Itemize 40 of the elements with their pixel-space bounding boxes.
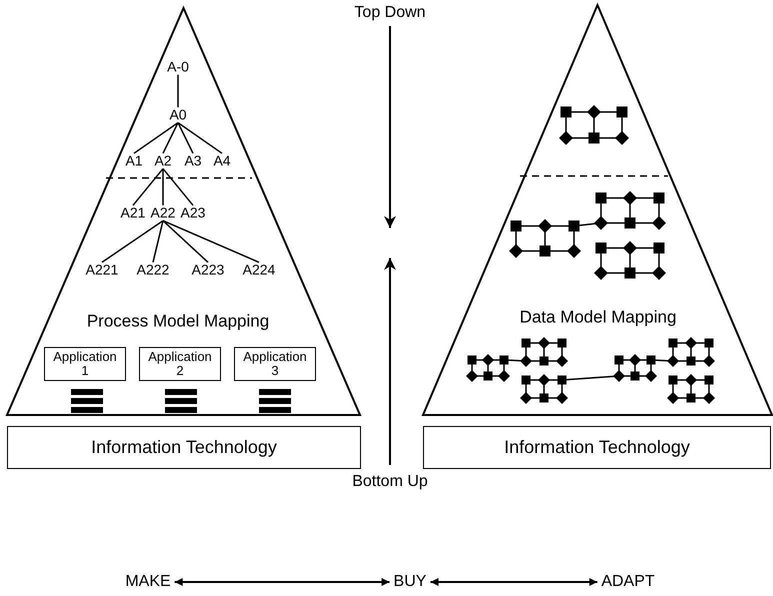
activity-label: A-0: [167, 59, 189, 75]
platform-box: Information Technology: [423, 426, 771, 469]
strategy-label: BUY: [394, 573, 426, 591]
connector-line: [178, 122, 222, 154]
activity-label: A4: [213, 153, 231, 169]
direction-label: Top Down: [354, 4, 426, 22]
activity-label: A1: [125, 153, 143, 169]
application-box: Application 1: [44, 347, 126, 381]
connector-line: [177, 122, 194, 154]
direction-label: Bottom Up: [352, 473, 428, 491]
activity-label: A224: [242, 262, 276, 278]
connector-line: [162, 220, 208, 263]
connector-line: [134, 122, 178, 154]
connector-line: [102, 220, 164, 263]
strategy-label: ADAPT: [601, 573, 655, 591]
double-arrow: [174, 578, 390, 586]
pyramid-shape: [423, 5, 772, 415]
activity-label: A0: [169, 107, 187, 123]
application-box: Application 3: [234, 347, 316, 381]
activity-label: A2: [154, 153, 172, 169]
double-arrow: [430, 578, 598, 586]
activity-label: A23: [180, 205, 206, 221]
connector-line: [162, 122, 179, 154]
strategy-label: MAKE: [125, 573, 171, 591]
activity-label: A222: [136, 262, 170, 278]
connector-line: [162, 168, 164, 206]
connector-line: [152, 220, 164, 262]
connector-line: [162, 168, 194, 206]
application-box: Application 2: [139, 347, 221, 381]
activity-label: A22: [150, 205, 176, 221]
layer-title: Process Model Mapping: [86, 312, 270, 332]
connector-line: [177, 74, 179, 108]
activity-label: A3: [184, 153, 202, 169]
activity-label: A223: [192, 262, 224, 278]
connector-line: [162, 220, 260, 263]
platform-box: Information Technology: [7, 426, 361, 469]
layer-title: Data Model Mapping: [520, 308, 676, 328]
connector-line: [132, 168, 164, 206]
activity-label: A221: [86, 262, 118, 278]
activity-label: A21: [120, 205, 146, 221]
